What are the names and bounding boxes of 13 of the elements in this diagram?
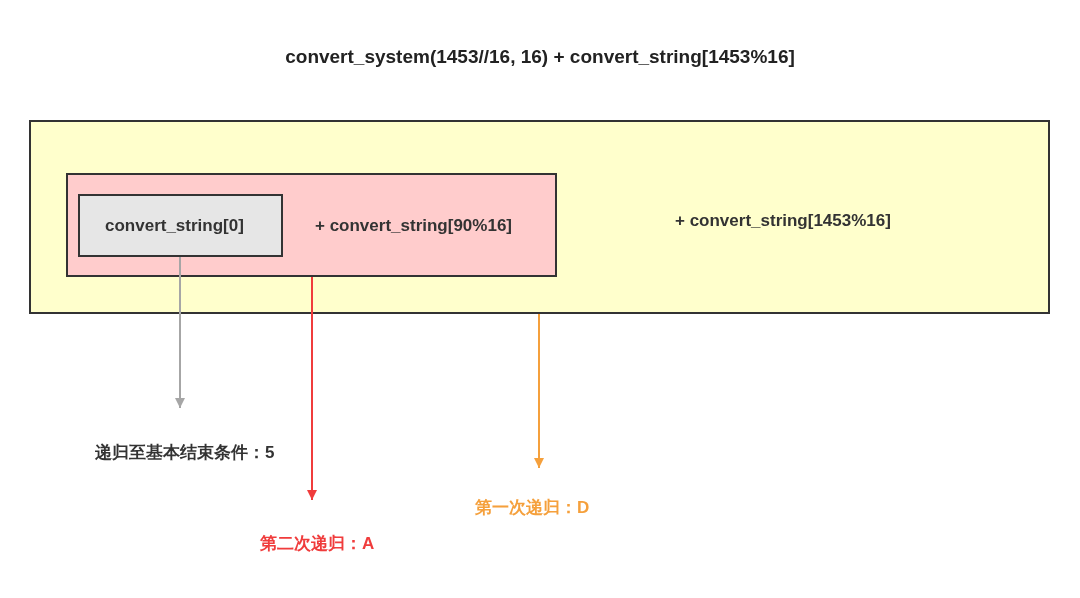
innermost-box [78, 194, 283, 257]
title: convert_system(1453//16, 16) + convert_string[1453%16] [284, 46, 796, 68]
box-label: convert_string[0] [105, 216, 244, 236]
caption-text: 递归至基本结束条件：5 [95, 442, 275, 464]
box-label: + convert_string[1453%16] [675, 211, 891, 231]
arrow [307, 276, 317, 501]
arrow [534, 313, 544, 469]
box-label: + convert_string[90%16] [315, 216, 512, 236]
caption-text: 第二次递归：A [260, 533, 375, 555]
arrow [175, 256, 185, 409]
outer-box [29, 120, 1050, 314]
caption-text: 第一次递归：D [475, 497, 590, 519]
inner-box [66, 173, 557, 277]
